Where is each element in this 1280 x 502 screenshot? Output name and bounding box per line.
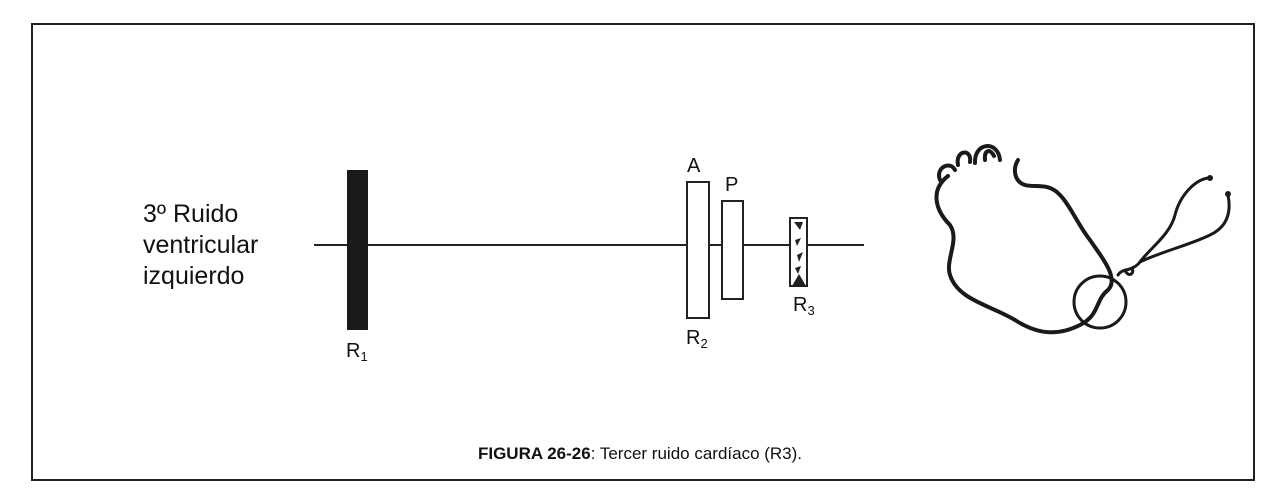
caption-prefix: FIGURA 26-26 [477, 444, 591, 463]
label-line-3: izquierdo [143, 262, 245, 290]
label-r1: R1 [346, 340, 368, 364]
r2-sub: 2 [700, 336, 708, 351]
r1-base: R [346, 340, 361, 362]
label-a: A [687, 155, 701, 177]
heart-stethoscope-icon [934, 144, 1231, 335]
figure-frame [31, 23, 1255, 481]
r2-base: R [686, 327, 701, 349]
r3-sub: 3 [807, 303, 815, 318]
label-line-1: 3º Ruido [143, 200, 239, 228]
r3-base: R [793, 294, 808, 316]
a-bar [686, 181, 710, 319]
figure-caption: FIGURA 26-26: Tercer ruido cardíaco (R3)… [0, 444, 1280, 464]
r1-bar [347, 170, 368, 330]
label-r2: R2 [686, 327, 708, 351]
label-p: P [725, 174, 739, 196]
label-line-2: ventricular [143, 231, 259, 259]
label-r3: R3 [793, 294, 815, 318]
r3-marker [789, 217, 808, 287]
r1-sub: 1 [360, 349, 368, 364]
caption-text: : Tercer ruido cardíaco (R3). [590, 444, 803, 463]
diagram-label: 3º Ruido ventricular izquierdo [143, 199, 258, 292]
p-bar [721, 200, 744, 300]
